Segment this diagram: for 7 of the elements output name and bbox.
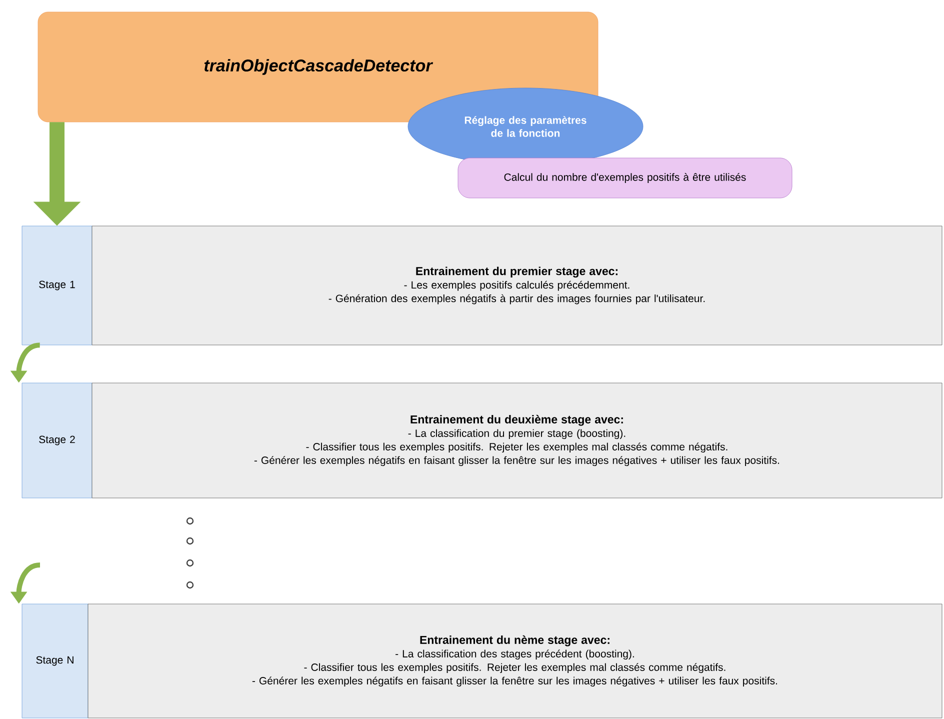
- stage-box: Entrainement du deuxième stage avec: - La classification du premier stage (boosting). - Classifier tous les exemples positifs. Rejeter les exemples mal classés comme négatifs. - Générer les exemples négatifs en faisant glisser la fenêtre sur les images négatives + utiliser les faux positifs.: [92, 382, 942, 498]
- stage-box: Entrainement du premier stage avec: - Les exemples positifs calculés précédemment. - Génération des exemples négatifs à partir des images fournies par l'utilisateur.: [92, 226, 942, 346]
- stage-tab: Stage 1: [22, 226, 92, 346]
- stage-tab: Stage N: [22, 604, 88, 718]
- stage-box: Entrainement du nème stage avec: - La classification des stages précédent (boosting). - Classifier tous les exemples positifs. Rejeter les exemples mal classés comme négatifs. - Générer les exemples négatifs en faisant glisser la fenêtre sur les images négatives + utiliser les faux positifs.: [88, 604, 942, 718]
- step-pill: Calcul du nombre d'exemples positifs à être utilisés: [458, 158, 792, 198]
- stage-tab: Stage 2: [22, 382, 92, 498]
